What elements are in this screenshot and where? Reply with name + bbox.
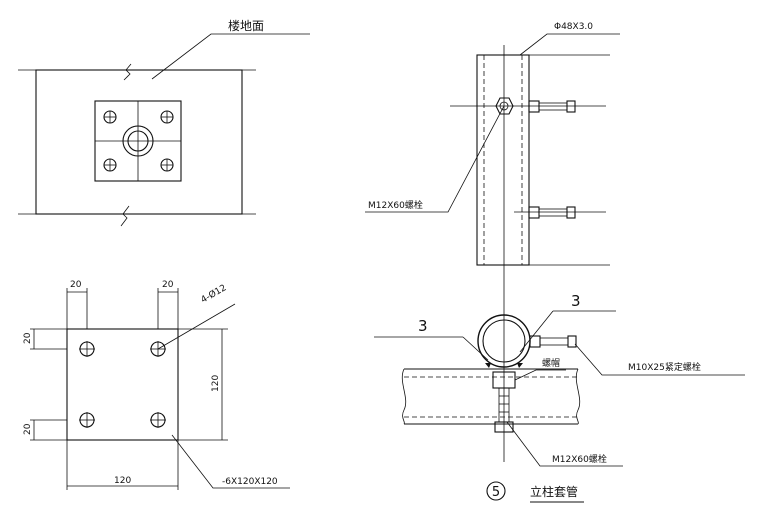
detail-number: 5 <box>492 485 500 500</box>
bolt-hole-tl <box>103 110 117 124</box>
dim-20-left-lower: 20 <box>23 423 33 435</box>
section-view: 3 3 M10X25紧定螺栓 螺帽 M12X60螺栓 <box>374 292 745 467</box>
plate-detail-view: 20 20 20 20 120 120 4-Ø12 -6X120X120 <box>23 280 290 490</box>
vertical-bolt <box>494 387 514 433</box>
lower-bolt-label: M12X60螺栓 <box>552 453 607 465</box>
weld-right-label: 3 <box>571 292 581 310</box>
bolt-hole-bl <box>103 158 117 172</box>
upper-bolt-label: M12X60螺栓 <box>368 199 423 211</box>
nut-label: 螺帽 <box>542 357 560 369</box>
plate-spec-label: -6X120X120 <box>222 477 278 487</box>
dim-20-top-right: 20 <box>162 280 174 290</box>
set-bolt-label: M10X25紧定螺栓 <box>628 361 701 373</box>
plate-hole-tl <box>79 341 95 357</box>
weld-left-label: 3 <box>418 317 428 335</box>
pipe-spec-label: Φ48X3.0 <box>554 22 593 32</box>
break-mark-bottom <box>120 205 130 227</box>
bolt-hole-tr <box>160 110 174 124</box>
detail-number-circle <box>486 481 506 501</box>
column-sleeve <box>476 54 530 266</box>
steel-plate <box>66 328 179 441</box>
floor-plan-view: 楼地面 <box>18 18 310 227</box>
set-bolt <box>529 335 577 348</box>
floor-surface-label: 楼地面 <box>228 18 264 33</box>
beam-break-left <box>401 368 407 425</box>
bolt-lower-elev <box>514 206 606 219</box>
plate-hole-bl <box>79 412 95 428</box>
plate-hole-br <box>150 412 166 428</box>
dim-20-top-left: 20 <box>70 280 82 290</box>
dim-120-right: 120 <box>211 375 221 392</box>
detail-title: 立柱套管 <box>530 484 578 499</box>
elevation-view: Φ48X3.0 M12X60螺栓 <box>365 22 620 462</box>
break-mark-top <box>123 63 132 81</box>
dim-20-left-upper: 20 <box>23 332 33 344</box>
bolt-upper-elev <box>450 100 606 113</box>
bolt-hole-br <box>160 158 174 172</box>
beam-break-right <box>575 368 581 425</box>
detail-title-block: 5 立柱套管 <box>486 481 584 503</box>
hole-spec-label: 4-Ø12 <box>199 282 228 305</box>
dim-120-bottom: 120 <box>114 476 131 486</box>
